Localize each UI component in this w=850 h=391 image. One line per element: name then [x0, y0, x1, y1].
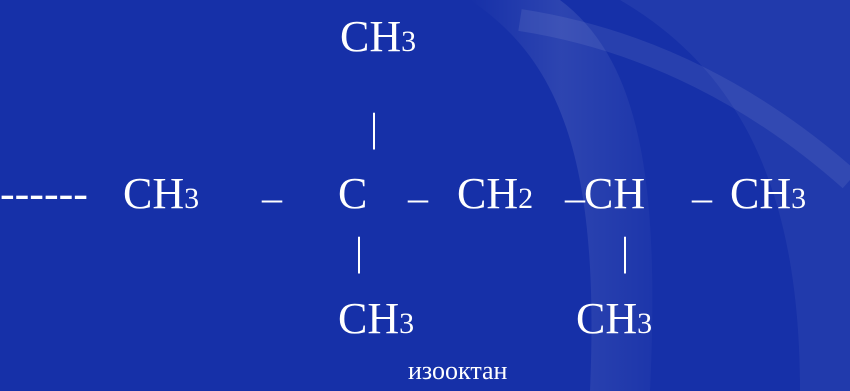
top-bond: | [370, 105, 379, 150]
chain-c-quaternary: C [338, 172, 367, 216]
bond-4: – [692, 175, 712, 220]
chain-ch-main: CH [584, 169, 646, 218]
chain-ch2-main: CH [457, 169, 519, 218]
bottom-bond-left: | [355, 229, 364, 274]
swoosh-arc [518, 9, 850, 189]
chain-ch3-left-main: CH [123, 169, 185, 218]
chain-ch: CH [584, 172, 645, 216]
top-ch3-group: CH3 [340, 15, 416, 59]
chain-ch3-right-main: CH [730, 169, 792, 218]
bond-1: – [262, 175, 282, 220]
chain-ch2-sub: 2 [518, 182, 534, 215]
top-ch3-main: CH [340, 12, 402, 61]
bond-2: – [408, 175, 428, 220]
leading-dashes: ------ [0, 169, 88, 218]
bond-3: – [565, 175, 585, 220]
top-ch3-sub: 3 [401, 25, 417, 58]
bottom-ch3-right-sub: 3 [637, 307, 653, 340]
chain-ch3-right: CH3 [730, 172, 806, 216]
swoosh-band [470, 0, 653, 391]
chain-c-main: C [338, 169, 368, 218]
swoosh-band-outer [620, 0, 850, 391]
compound-name-caption: изооктан [408, 356, 508, 385]
chain-ch3-left-sub: 3 [184, 182, 200, 215]
chain-ch3-right-sub: 3 [791, 182, 807, 215]
bottom-ch3-left-main: CH [338, 294, 400, 343]
bottom-ch3-left: CH3 [338, 297, 414, 341]
chain-ch3-left: CH3 [123, 172, 199, 216]
bottom-ch3-right: CH3 [576, 297, 652, 341]
bottom-bond-right: | [621, 229, 630, 274]
chain-ch2: CH2 [457, 172, 533, 216]
bottom-ch3-right-main: CH [576, 294, 638, 343]
bottom-ch3-left-sub: 3 [399, 307, 415, 340]
